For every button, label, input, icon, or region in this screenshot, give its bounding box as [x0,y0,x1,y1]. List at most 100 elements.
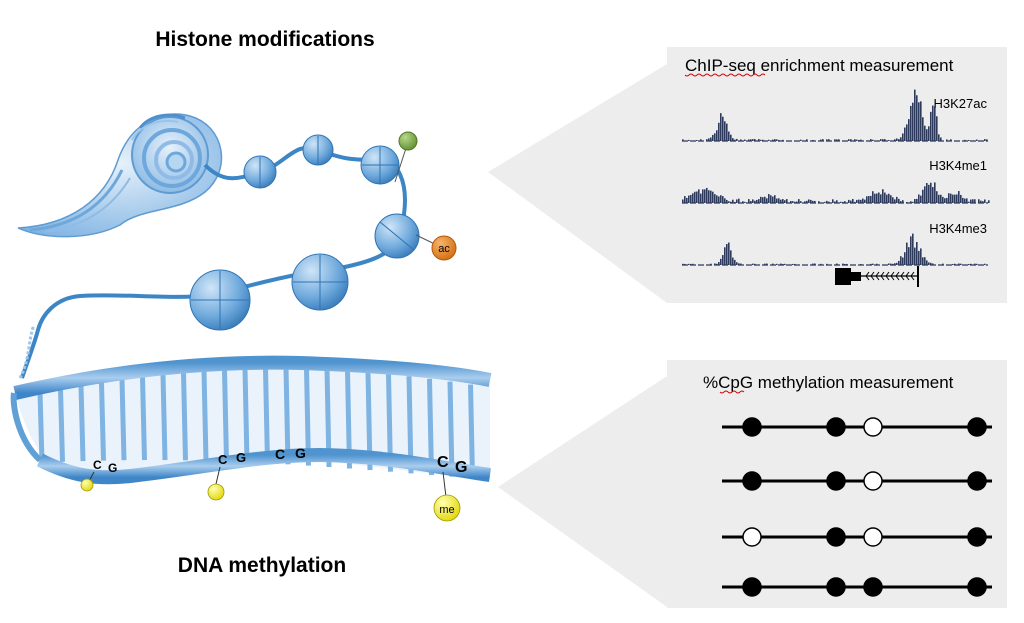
signal-bar [896,262,898,265]
signal-bar [958,263,960,265]
signal-bar [872,263,874,265]
signal-bar [772,196,774,203]
methylation-callout-wedge [498,376,667,607]
signal-bar [932,263,934,265]
signal-bar [800,201,802,203]
signal-bar [754,200,756,203]
signal-bar [984,263,986,265]
signal-bar [794,263,796,265]
signal-bar [870,195,872,203]
nucleosome-6 [189,269,251,331]
signal-bar [790,200,792,203]
signal-bar [720,258,722,265]
methylated-cpg-site [967,527,987,547]
signal-bar [694,191,696,203]
signal-bar [866,196,868,203]
signal-bar [772,263,774,265]
signal-bar [736,199,738,203]
signal-bar [924,186,926,203]
signal-bar [732,257,734,265]
signal-bar [926,129,928,141]
signal-bar [982,201,984,203]
signal-bar [736,138,738,141]
signal-bar [778,139,780,141]
signal-bar [726,123,728,141]
signal-bar [894,263,896,265]
signal-bar [922,189,924,203]
signal-bar [868,196,870,203]
signal-bar [720,113,722,141]
signal-bar [904,252,906,265]
signal-bar [880,139,882,141]
signal-bar [888,263,890,265]
signal-bar [834,139,836,141]
signal-bar [792,263,794,265]
signal-bar [744,139,746,141]
signal-bar [928,184,930,203]
signal-bar [782,263,784,265]
signal-bar [714,194,716,203]
signal-bar [960,263,962,265]
signal-bar [910,201,912,203]
signal-bar [818,201,820,203]
signal-bar [948,193,950,203]
signal-bar [688,139,690,141]
signal-bar [750,139,752,141]
cg-pair-2-c: C [218,452,228,467]
signal-bar [968,139,970,141]
dna-base-pair-rung [447,381,455,477]
signal-bar [884,192,886,203]
signal-bar [772,139,774,141]
signal-bar [716,130,718,141]
signal-bar [970,199,972,203]
spellcheck-underline-cpg [719,390,745,394]
signal-bar [710,263,712,265]
unmethylated-cpg-site [742,527,762,547]
chip-callout-wedge [488,64,667,303]
signal-bar [870,263,872,265]
methylation-read-3 [722,527,992,547]
signal-bar [900,256,902,265]
signal-bar [926,260,928,265]
signal-bar [682,199,684,203]
signal-bar [806,139,808,141]
signal-bar [782,139,784,141]
signal-bar [742,201,744,203]
signal-bar [860,263,862,265]
signal-bar [958,191,960,203]
signal-bar [774,195,776,203]
signal-bar [914,89,916,141]
signal-bar [722,116,724,141]
dna-base-pair-rung [160,374,168,461]
signal-bar [730,250,732,265]
cg-pair-1-c: C [93,458,102,472]
signal-bar [834,201,836,203]
methylated-cpg-site [826,471,846,491]
signal-bar [722,255,724,265]
signal-bar [744,201,746,203]
signal-bar [762,197,764,203]
signal-bar [770,195,772,203]
histone-modifications-title: Histone modifications [155,28,374,51]
signal-bar [898,139,900,141]
signal-bar [962,197,964,203]
signal-bar [796,201,798,203]
signal-bar [888,193,890,203]
signal-bar [892,197,894,203]
signal-bar [730,201,732,203]
signal-bar [716,263,718,265]
signal-bar [938,194,940,203]
cg-pair-2-g: G [236,450,246,465]
signal-bar [882,189,884,203]
signal-bar [720,195,722,203]
signal-bar [946,197,948,203]
signal-bar [748,139,750,141]
signal-bar [912,233,914,265]
signal-bar [774,139,776,141]
signal-bar [922,257,924,265]
signal-bar [950,139,952,141]
signal-bar [682,139,684,141]
signal-bar [712,191,714,203]
signal-bar [752,263,754,265]
signal-bar [910,236,912,265]
